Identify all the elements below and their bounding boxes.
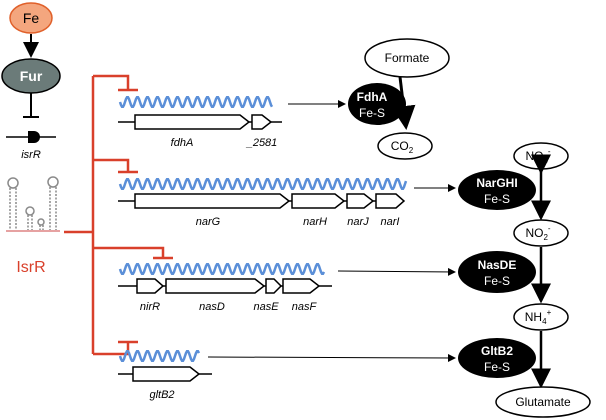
- formate-to-co2-arrow: [391, 76, 416, 130]
- co2-node: [377, 132, 433, 160]
- gltB2-enzyme-cofactor: Fe-S: [484, 360, 510, 374]
- nh4-node: [513, 303, 569, 331]
- nasE-label: nasE: [253, 301, 279, 313]
- no2-superscript: -: [548, 224, 551, 233]
- no2-subscript: 2: [543, 233, 548, 242]
- fdhA-enzyme: [348, 83, 406, 125]
- fdhA-gene: [134, 114, 251, 130]
- isrR-gene-label: isrR: [21, 149, 41, 161]
- no2-label: NO2-: [525, 224, 550, 242]
- formate-node: [364, 38, 450, 78]
- narJ-label: narJ: [347, 216, 369, 228]
- nar-mrna-wave: [118, 177, 408, 191]
- nasD-gene: [165, 278, 266, 294]
- narG-label: narG: [196, 216, 221, 228]
- nasF-gene: [282, 278, 321, 294]
- narGHI-enzyme-name: NarGHI: [476, 176, 517, 190]
- nasF-label: nasF: [292, 301, 318, 313]
- no3-subscript: 3: [543, 156, 548, 165]
- glutamate-node: [495, 386, 591, 418]
- narI-label: narI: [381, 216, 400, 228]
- nh4-subscript: 4: [542, 317, 547, 326]
- narH-label: narH: [303, 216, 327, 228]
- narG-gene: [134, 193, 291, 209]
- nasDE-enzyme-cofactor: Fe-S: [484, 274, 510, 288]
- fur-label: Fur: [20, 68, 43, 84]
- nas-expression-arrow: [337, 267, 456, 276]
- gltB2-enzyme-name: GltB2: [481, 344, 513, 358]
- isrR-rna-structure-icon: [6, 176, 60, 232]
- fdh-mrna-wave: [118, 95, 274, 109]
- gltB2-enzyme: [458, 338, 536, 378]
- gltB2-label: gltB2: [149, 389, 174, 401]
- glt-mrna-wave: [118, 349, 201, 363]
- gltB2-gene: [132, 366, 201, 382]
- narGHI-enzyme: [458, 170, 536, 210]
- narJ-gene: [346, 193, 375, 209]
- fdhA-enzyme-cofactor: Fe-S: [359, 106, 385, 120]
- co2-label: CO2: [391, 139, 414, 155]
- no3-label: NO3-: [525, 147, 550, 165]
- gene-2581: [251, 114, 273, 130]
- isrR-rna-label: IsrR: [16, 259, 45, 276]
- gene-2581-label: _2581: [246, 137, 278, 149]
- glutamate-label: Glutamate: [515, 395, 571, 409]
- nasD-label: nasD: [199, 301, 225, 313]
- formate-label: Formate: [385, 51, 430, 65]
- nh4-superscript: +: [547, 308, 552, 317]
- fdhA-enzyme-name: FdhA: [357, 90, 388, 104]
- fe-node: [9, 2, 53, 34]
- nasDE-enzyme-name: NasDE: [478, 258, 517, 272]
- isrR-promoter-icon: [28, 131, 40, 143]
- glt-expression-arrow: [207, 353, 456, 362]
- fe-label: Fe: [23, 10, 40, 26]
- no3-superscript: -: [548, 147, 551, 156]
- co2-subscript: 2: [409, 146, 414, 155]
- nasE-gene: [265, 278, 283, 294]
- no2-node: [513, 219, 569, 247]
- nirR-gene: [136, 278, 165, 294]
- nasDE-enzyme: [458, 251, 536, 293]
- nh4-label: NH4+: [525, 308, 552, 326]
- narH-gene: [291, 193, 346, 209]
- nirR-label: nirR: [140, 301, 160, 313]
- fdhA-label: fdhA: [171, 137, 194, 149]
- nas-mrna-wave: [118, 262, 326, 276]
- narGHI-enzyme-cofactor: Fe-S: [484, 192, 510, 206]
- narI-gene: [375, 193, 406, 209]
